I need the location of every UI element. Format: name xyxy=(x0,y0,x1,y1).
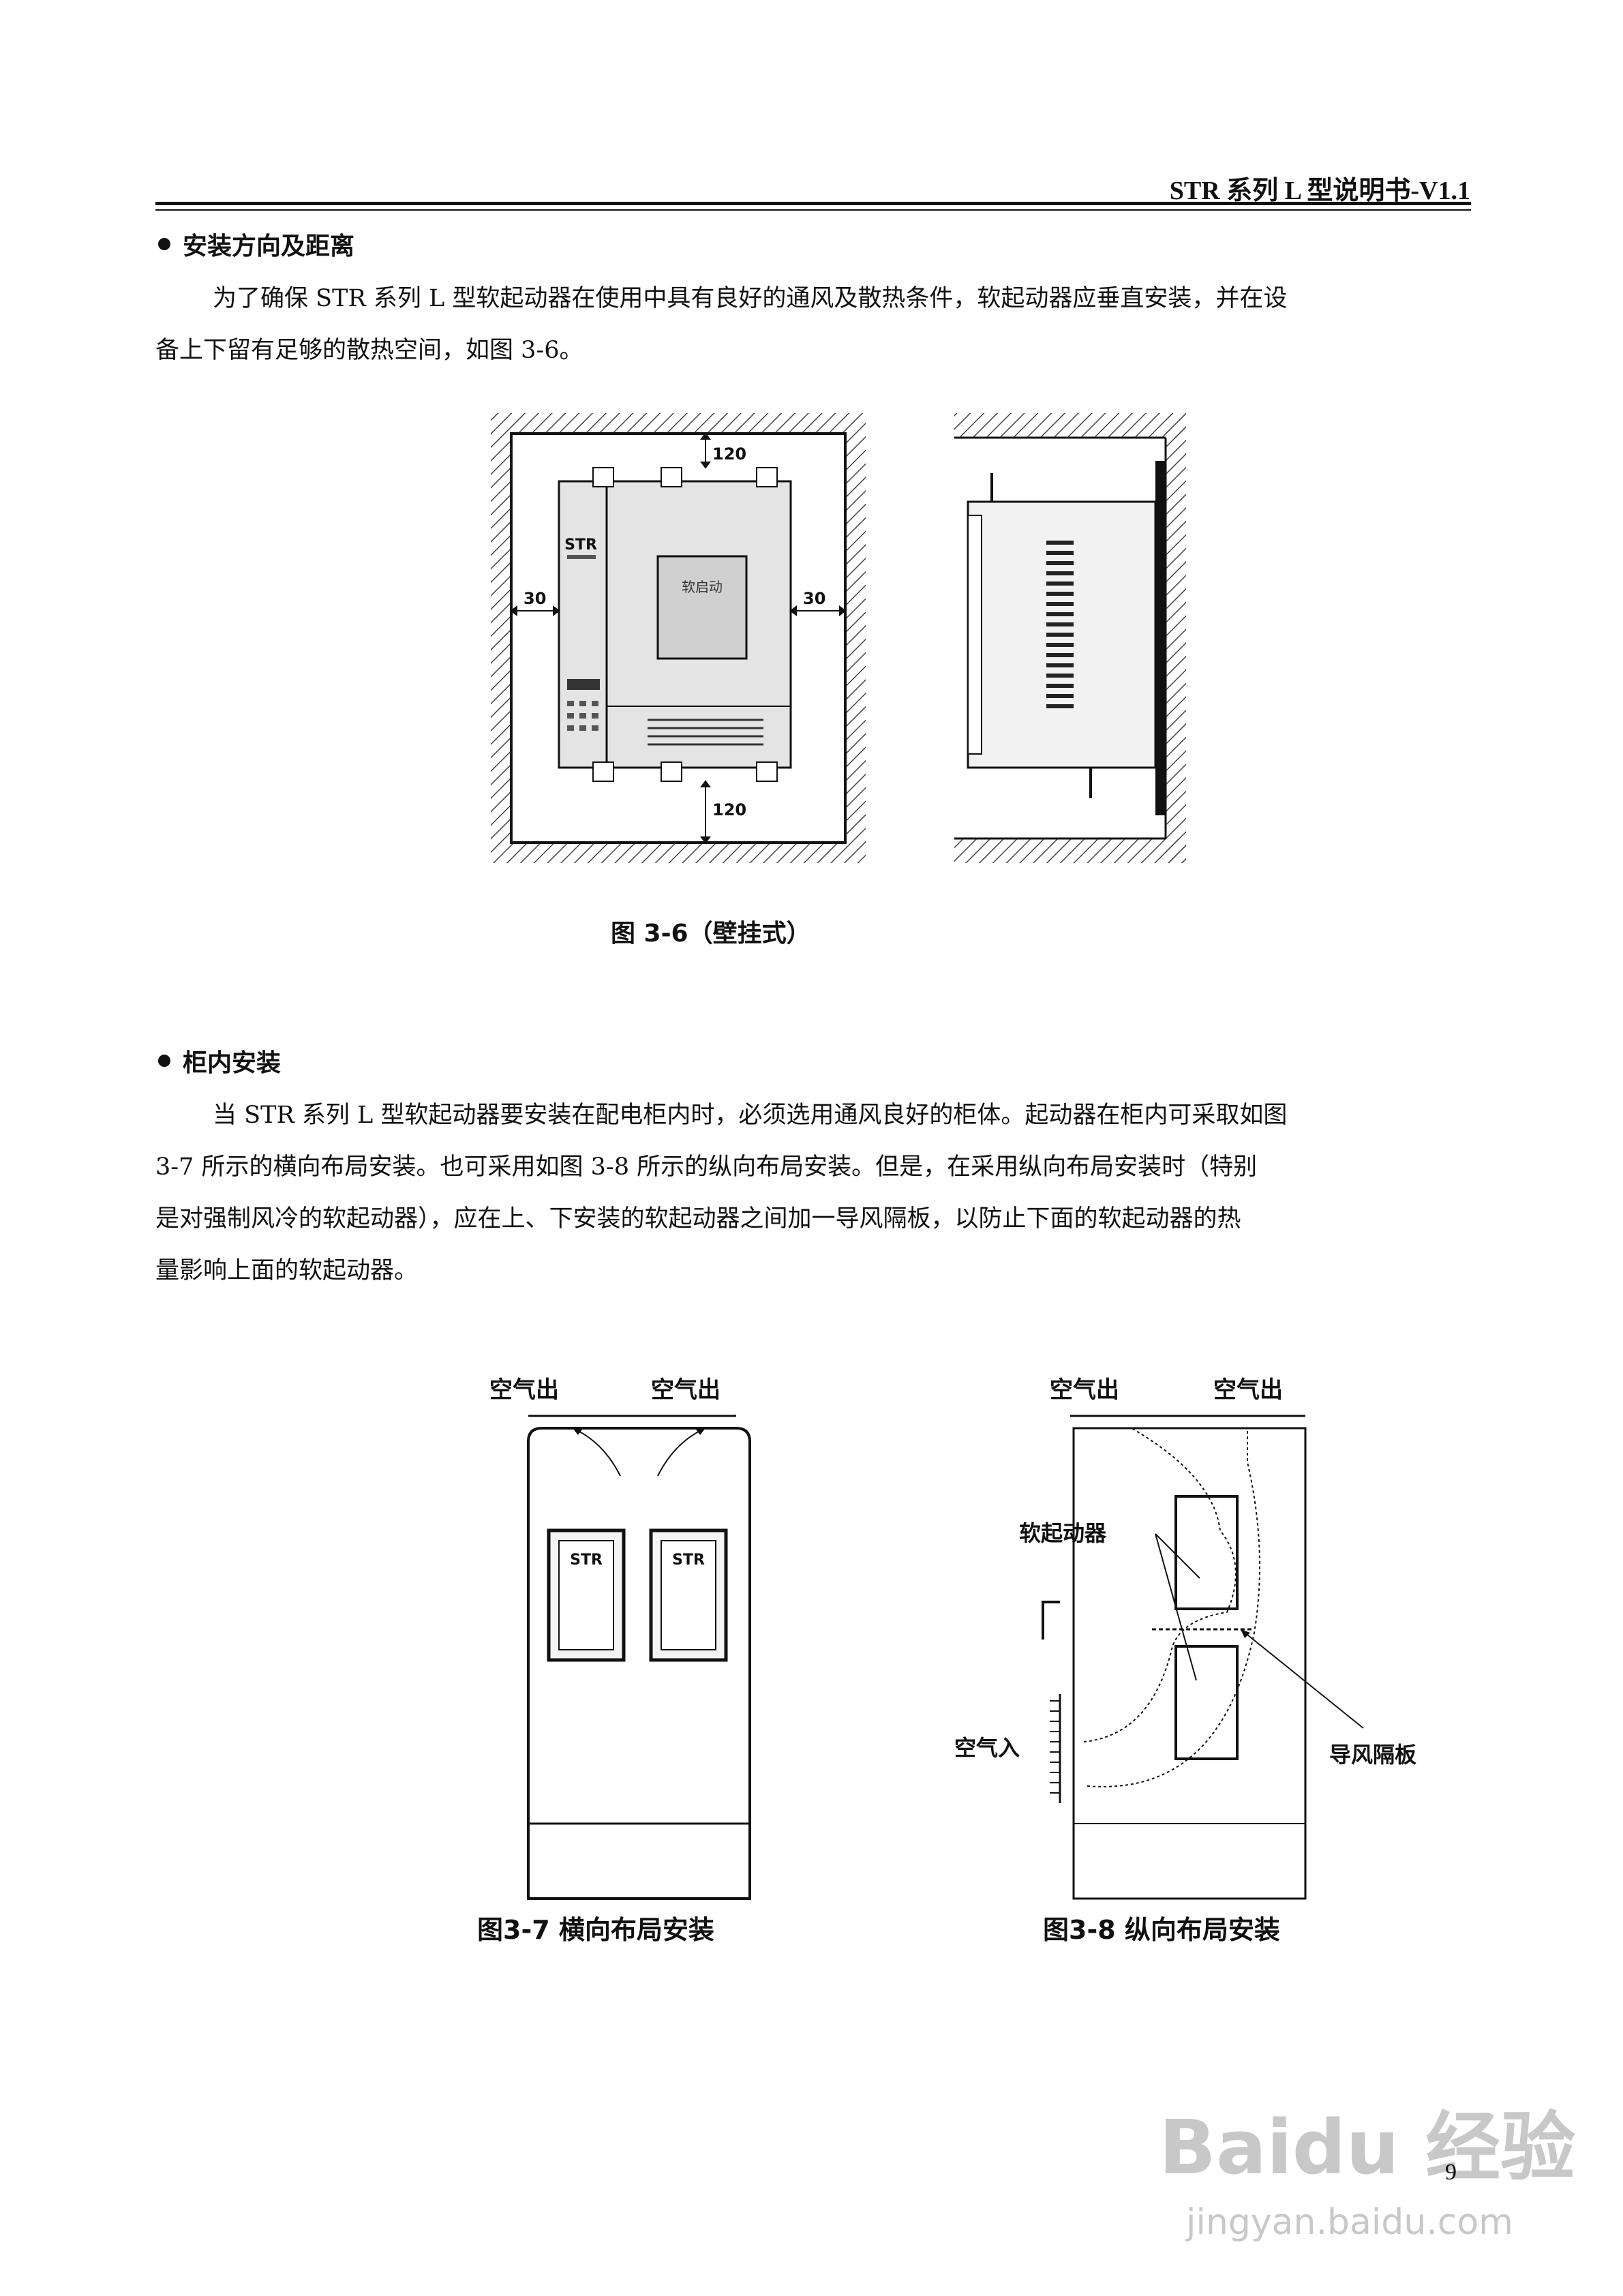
paragraph-line: 3-7 所示的横向布局安装。也可采用如图 3-8 所示的纵向布局安装。但是，在采… xyxy=(155,1153,1258,1181)
figure-3-6-caption: 图 3-6（壁挂式） xyxy=(611,920,811,948)
section-heading-cabinet: 柜内安装 xyxy=(158,1043,281,1078)
cabinet-horizontal xyxy=(527,1427,751,1900)
air-out-label-left: 空气出 xyxy=(489,1376,559,1404)
unit-label-right: STR xyxy=(672,1552,705,1569)
brand-label: STR xyxy=(564,537,597,554)
baffle-label: 导风隔板 xyxy=(1329,1742,1416,1768)
paragraph-line: 当 STR 系列 L 型软起动器要安装在配电柜内时，必须选用通风良好的柜体。起动… xyxy=(213,1102,1288,1129)
dimension-right: 30 xyxy=(803,589,825,608)
section-heading-text: 安装方向及距离 xyxy=(183,232,355,260)
paragraph-line: 是对强制风冷的软起动器），应在上、下安装的软起动器之间加一导风隔板，以防止下面的… xyxy=(155,1205,1241,1233)
air-in-label: 空气入 xyxy=(954,1735,1020,1761)
air-out-label-left: 空气出 xyxy=(1050,1376,1119,1404)
soft-starter-lower xyxy=(1174,1645,1239,1760)
soft-starter-label: 软起动器 xyxy=(1019,1520,1107,1546)
header-rule-thin xyxy=(155,209,1471,211)
figure-3-7-diagram: 空气出 空气出 STR STR xyxy=(489,1376,751,1900)
figure-3-8-caption: 图3-8 纵向布局安装 xyxy=(1043,1915,1280,1945)
unit-label-left: STR xyxy=(570,1552,603,1569)
dimension-marks xyxy=(510,432,847,844)
dimension-top: 120 xyxy=(712,444,746,464)
paragraph-cabinet: 当 STR 系列 L 型软起动器要安装在配电柜内时，必须选用通风良好的柜体。起动… xyxy=(155,1089,1471,1297)
watermark-logo: Baidu 经验 xyxy=(1159,2104,1576,2191)
dimension-left: 30 xyxy=(524,589,546,608)
bullet-icon xyxy=(158,238,170,250)
section-heading-orientation: 安装方向及距离 xyxy=(158,226,354,262)
header-rule-thick xyxy=(155,202,1471,205)
paragraph-orientation: 为了确保 STR 系列 L 型软起动器在使用中具有良好的通风及散热条件，软起动器… xyxy=(155,273,1471,376)
bullet-icon xyxy=(158,1055,170,1067)
air-out-label-right: 空气出 xyxy=(651,1376,721,1404)
figure-3-8-diagram: 空气出 空气出 软起动器 空气入 导风隔板 xyxy=(954,1376,1416,1900)
paragraph-line: 备上下留有足够的散热空间，如图 3-6。 xyxy=(155,337,583,364)
section-heading-text: 柜内安装 xyxy=(183,1049,282,1077)
paragraph-line: 量影响上面的软起动器。 xyxy=(155,1257,419,1284)
paragraph-line: 为了确保 STR 系列 L 型软起动器在使用中具有良好的通风及散热条件，软起动器… xyxy=(213,285,1288,312)
dimension-bottom: 120 xyxy=(712,800,746,819)
air-out-label-right: 空气出 xyxy=(1213,1376,1283,1404)
soft-starter-front: STR 软启动 xyxy=(558,467,792,782)
document-header-title: STR 系列 L 型说明书-V1.1 xyxy=(1169,177,1470,205)
figure-3-7-caption: 图3-7 横向布局安装 xyxy=(477,1915,714,1945)
figure-3-6-diagram: STR 软启动 120 120 30 30 xyxy=(491,413,1186,863)
soft-starter-side-view xyxy=(954,413,1186,863)
page-number: 9 xyxy=(1445,2160,1457,2185)
soft-starter-upper xyxy=(1174,1495,1239,1610)
panel-label: 软启动 xyxy=(682,579,723,595)
watermark-url: jingyan.baidu.com xyxy=(1186,2202,1513,2243)
